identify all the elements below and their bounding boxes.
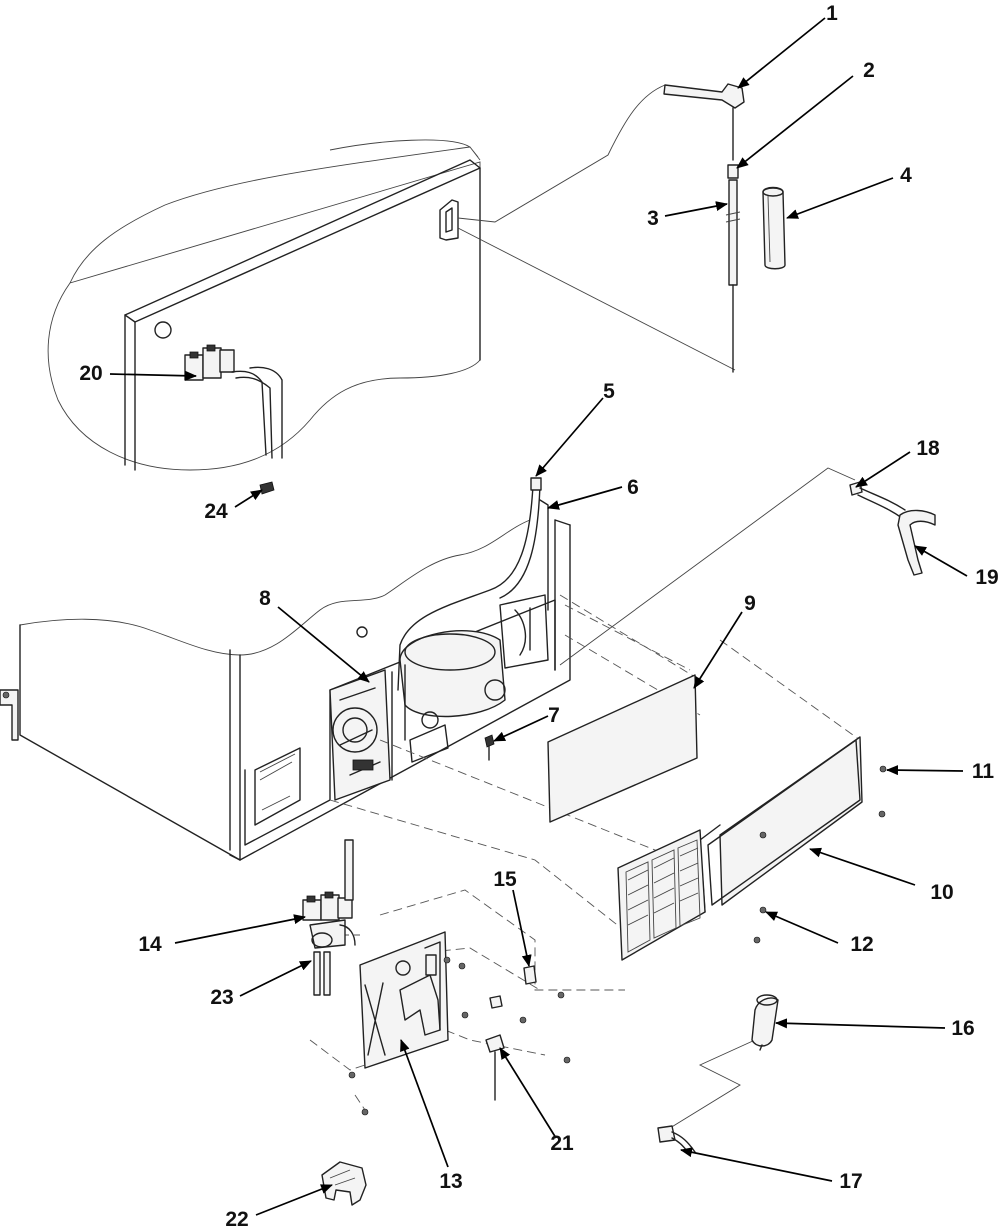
drain-tube-assembly bbox=[559, 467, 936, 666]
machine-compartment bbox=[244, 599, 556, 846]
leader-24 bbox=[234, 489, 263, 508]
callout-22: 22 bbox=[225, 1208, 248, 1229]
water-tube-6 bbox=[397, 484, 534, 691]
leader-5 bbox=[535, 397, 604, 477]
fitting-5 bbox=[530, 477, 542, 491]
tube-3 bbox=[728, 179, 738, 286]
cabinet-top-edge bbox=[124, 159, 481, 323]
callout-12: 12 bbox=[850, 933, 873, 956]
leader-17 bbox=[680, 1147, 833, 1182]
leader-9 bbox=[693, 611, 743, 689]
callout-5: 5 bbox=[603, 380, 615, 403]
compressor bbox=[391, 594, 549, 781]
callout-24: 24 bbox=[204, 500, 228, 523]
leader-arrows bbox=[109, 17, 968, 1216]
condenser-fan-8 bbox=[329, 669, 391, 801]
callout-1: 1 bbox=[826, 2, 838, 25]
leader-15 bbox=[512, 889, 532, 967]
leader-7 bbox=[493, 715, 549, 742]
water-valve-14 bbox=[302, 891, 356, 949]
leader-8 bbox=[277, 606, 370, 683]
leader-16 bbox=[775, 1018, 946, 1029]
callout-7: 7 bbox=[548, 704, 560, 727]
leader-4 bbox=[786, 177, 894, 219]
leader-10 bbox=[809, 847, 916, 886]
cabinet-corner bbox=[229, 649, 241, 861]
callout-2: 2 bbox=[863, 59, 875, 82]
leader-12 bbox=[765, 911, 839, 944]
fill-cup-1 bbox=[663, 83, 745, 109]
water-valve-upper bbox=[184, 344, 283, 459]
screw-12 bbox=[759, 906, 767, 914]
leader-18 bbox=[855, 451, 911, 488]
callout-6: 6 bbox=[627, 476, 639, 499]
filter-16 bbox=[751, 994, 779, 1051]
callout-9: 9 bbox=[744, 592, 756, 615]
cabinet-back-wall bbox=[124, 167, 481, 471]
callout-16: 16 bbox=[951, 1017, 974, 1040]
callout-labels: 1 2 3 4 5 6 7 8 9 10 11 12 13 14 15 16 1… bbox=[79, 2, 998, 1229]
grommet-2 bbox=[727, 164, 739, 179]
callout-4: 4 bbox=[900, 164, 912, 187]
cabinet-cut-top bbox=[19, 519, 531, 656]
lower-right-parts bbox=[657, 994, 779, 1156]
bracket-22 bbox=[321, 1161, 367, 1206]
callout-23: 23 bbox=[210, 986, 233, 1009]
callout-3: 3 bbox=[647, 207, 659, 230]
reference-line-lower bbox=[457, 227, 736, 371]
leader-22 bbox=[255, 1184, 333, 1216]
leader-14 bbox=[174, 914, 306, 944]
callout-8: 8 bbox=[259, 587, 271, 610]
callout-14: 14 bbox=[138, 933, 162, 956]
control-plate-13 bbox=[359, 931, 449, 1069]
leader-2 bbox=[736, 75, 854, 169]
tube-upper-14 bbox=[344, 839, 354, 901]
reference-line-18 bbox=[559, 467, 856, 666]
fill-tube-opening bbox=[439, 199, 459, 241]
callout-19: 19 bbox=[975, 566, 998, 589]
sleeve-4 bbox=[762, 186, 786, 270]
fill-tube-assembly bbox=[663, 83, 786, 373]
leader-21 bbox=[499, 1047, 557, 1139]
cabinet-lower-rear bbox=[0, 477, 571, 861]
callout-17: 17 bbox=[839, 1170, 862, 1193]
cabinet-base bbox=[239, 524, 571, 861]
leader-1 bbox=[737, 17, 826, 89]
leader-23 bbox=[239, 960, 312, 997]
panel-assembly bbox=[329, 594, 887, 961]
left-bracket bbox=[0, 689, 19, 741]
callout-11: 11 bbox=[972, 760, 995, 783]
cutaway-outline bbox=[47, 139, 481, 471]
callout-13: 13 bbox=[439, 1170, 462, 1193]
lower-electrical-parts bbox=[302, 839, 625, 1206]
fitting-17 bbox=[657, 1125, 696, 1156]
upper-cutaway-view bbox=[47, 84, 736, 495]
clip-24 bbox=[259, 481, 275, 495]
screw-11 bbox=[879, 765, 887, 773]
insulation-panel-9 bbox=[547, 674, 698, 823]
reference-line-upper bbox=[457, 84, 666, 223]
screw-7 bbox=[484, 734, 495, 748]
switch-15 bbox=[523, 965, 537, 985]
drain-hose-19 bbox=[897, 509, 936, 576]
leader-13 bbox=[400, 1039, 449, 1168]
callout-10: 10 bbox=[930, 881, 953, 904]
leader-3 bbox=[664, 201, 728, 217]
cabinet-left-face bbox=[19, 624, 241, 861]
callout-15: 15 bbox=[493, 868, 517, 891]
leader-19 bbox=[914, 545, 968, 577]
leader-11 bbox=[886, 765, 964, 776]
wall-hole bbox=[154, 321, 172, 339]
thermistor-21 bbox=[485, 1034, 505, 1101]
callout-18: 18 bbox=[916, 437, 940, 460]
tube-23 bbox=[313, 951, 321, 996]
callout-20: 20 bbox=[79, 362, 102, 385]
grille bbox=[617, 829, 706, 961]
leader-6 bbox=[547, 486, 623, 510]
leader-20 bbox=[109, 370, 197, 381]
callout-21: 21 bbox=[550, 1132, 574, 1155]
